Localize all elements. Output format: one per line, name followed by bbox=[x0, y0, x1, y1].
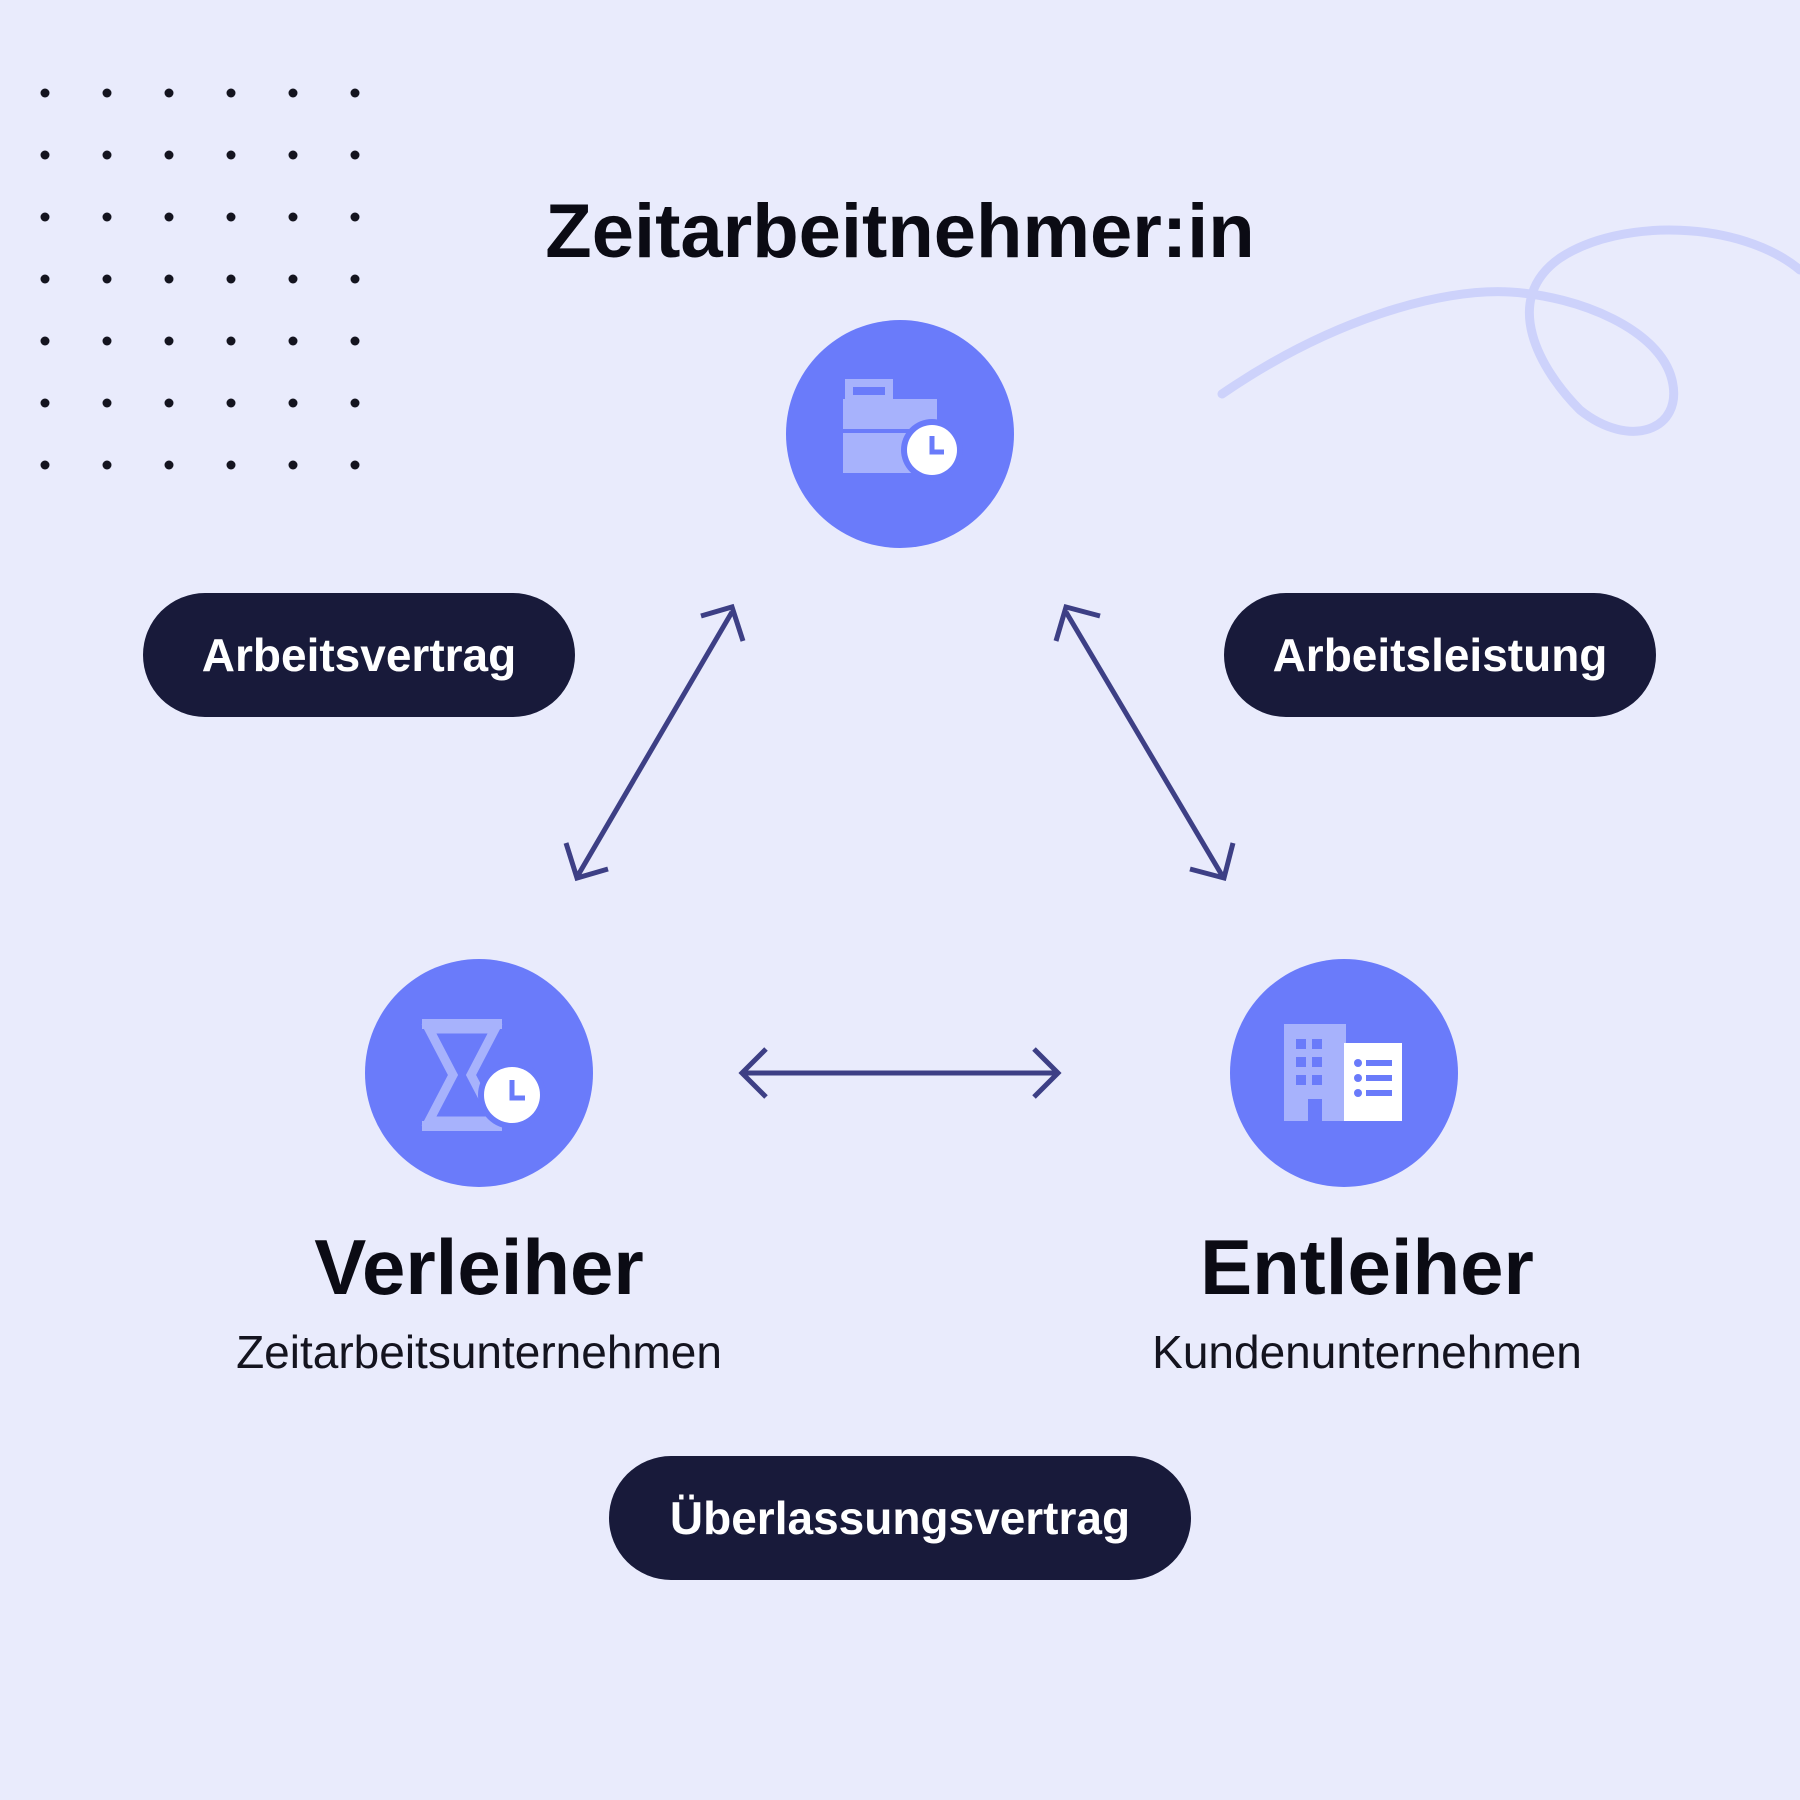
dot bbox=[102, 88, 112, 98]
dot-grid-decoration bbox=[40, 88, 360, 470]
lender-title: Verleiher bbox=[314, 1223, 644, 1311]
borrower-title: Entleiher bbox=[1200, 1223, 1534, 1311]
borrower-node bbox=[1230, 959, 1458, 1187]
dot bbox=[164, 460, 174, 470]
dot bbox=[226, 398, 236, 408]
dot bbox=[350, 398, 360, 408]
dot bbox=[350, 274, 360, 284]
dot bbox=[40, 274, 50, 284]
dot bbox=[164, 274, 174, 284]
dot bbox=[288, 398, 298, 408]
dot bbox=[350, 150, 360, 160]
dot bbox=[226, 460, 236, 470]
dot bbox=[164, 398, 174, 408]
swirl-decoration bbox=[1217, 225, 1800, 436]
dot bbox=[164, 212, 174, 222]
dot bbox=[164, 150, 174, 160]
dot bbox=[350, 336, 360, 346]
arrow-lender-borrower bbox=[738, 1047, 1062, 1099]
dot bbox=[102, 150, 112, 160]
dot bbox=[226, 274, 236, 284]
dot bbox=[102, 336, 112, 346]
relation-pill-arbeitsvertrag: Arbeitsvertrag bbox=[143, 593, 575, 717]
dot bbox=[288, 336, 298, 346]
dot bbox=[164, 88, 174, 98]
dot bbox=[226, 212, 236, 222]
dot bbox=[40, 150, 50, 160]
dot bbox=[164, 336, 174, 346]
dot bbox=[40, 336, 50, 346]
relation-pill-ueberlassungsvertrag: Überlassungsvertrag bbox=[609, 1456, 1191, 1580]
lender-node bbox=[365, 959, 593, 1187]
borrower-subtitle: Kundenunternehmen bbox=[1152, 1326, 1582, 1378]
building-list-icon bbox=[1284, 1024, 1402, 1121]
dot bbox=[288, 88, 298, 98]
dot bbox=[102, 398, 112, 408]
hourglass-clock-icon bbox=[421, 1019, 546, 1131]
lender-subtitle: Zeitarbeitsunternehmen bbox=[236, 1326, 722, 1378]
dot bbox=[288, 274, 298, 284]
arrow-worker-borrower bbox=[1053, 603, 1236, 882]
dot bbox=[288, 460, 298, 470]
dot bbox=[288, 212, 298, 222]
worker-node bbox=[786, 320, 1014, 548]
dot bbox=[40, 88, 50, 98]
dot bbox=[350, 88, 360, 98]
dot bbox=[350, 460, 360, 470]
dot bbox=[350, 212, 360, 222]
arrow-worker-lender bbox=[563, 603, 746, 882]
dot bbox=[40, 398, 50, 408]
dot bbox=[288, 150, 298, 160]
briefcase-clock-icon bbox=[843, 379, 963, 481]
dot bbox=[226, 150, 236, 160]
dot bbox=[226, 88, 236, 98]
dot bbox=[226, 336, 236, 346]
worker-title: Zeitarbeitnehmer:in bbox=[545, 189, 1255, 274]
dot bbox=[102, 212, 112, 222]
dot bbox=[40, 460, 50, 470]
dot bbox=[102, 274, 112, 284]
dot bbox=[40, 212, 50, 222]
relation-pill-arbeitsleistung: Arbeitsleistung bbox=[1224, 593, 1656, 717]
dot bbox=[102, 460, 112, 470]
